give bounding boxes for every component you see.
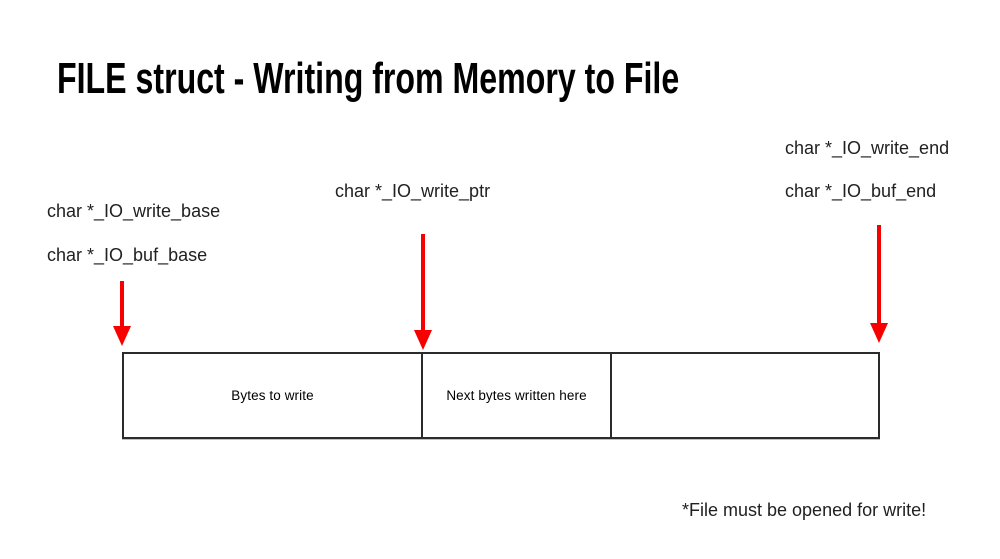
footnote-text: *File must be opened for write! [682, 500, 927, 520]
arrow-stem [877, 225, 881, 323]
arrow-stem [421, 234, 425, 330]
arrow-head-icon [113, 326, 131, 346]
label-io-write-ptr: char *_IO_write_ptr [335, 181, 491, 201]
buffer-section-bytes-to-write: Bytes to write [124, 354, 423, 437]
label-io-write-end: char *_IO_write_end [785, 138, 950, 158]
label-io-buf-base: char *_IO_buf_base [47, 245, 208, 265]
arrow-stem [120, 281, 124, 326]
buffer-section-label: Next bytes written here [446, 388, 587, 403]
label-io-buf-end: char *_IO_buf_end [785, 181, 937, 201]
buffer-section-label: Bytes to write [231, 388, 314, 403]
arrow-head-icon [414, 330, 432, 350]
red-arrow-write-base-icon [113, 281, 131, 346]
page-title: FILE struct - Writing from Memory to Fil… [57, 54, 680, 103]
buffer-box: Bytes to write Next bytes written here [122, 352, 880, 439]
arrow-head-icon [870, 323, 888, 343]
label-io-write-base: char *_IO_write_base [47, 201, 221, 221]
red-arrow-buf-end-icon [870, 225, 888, 343]
red-arrow-write-ptr-icon [414, 234, 432, 350]
buffer-section-next-bytes: Next bytes written here [423, 354, 612, 437]
buffer-section-empty [612, 354, 878, 437]
